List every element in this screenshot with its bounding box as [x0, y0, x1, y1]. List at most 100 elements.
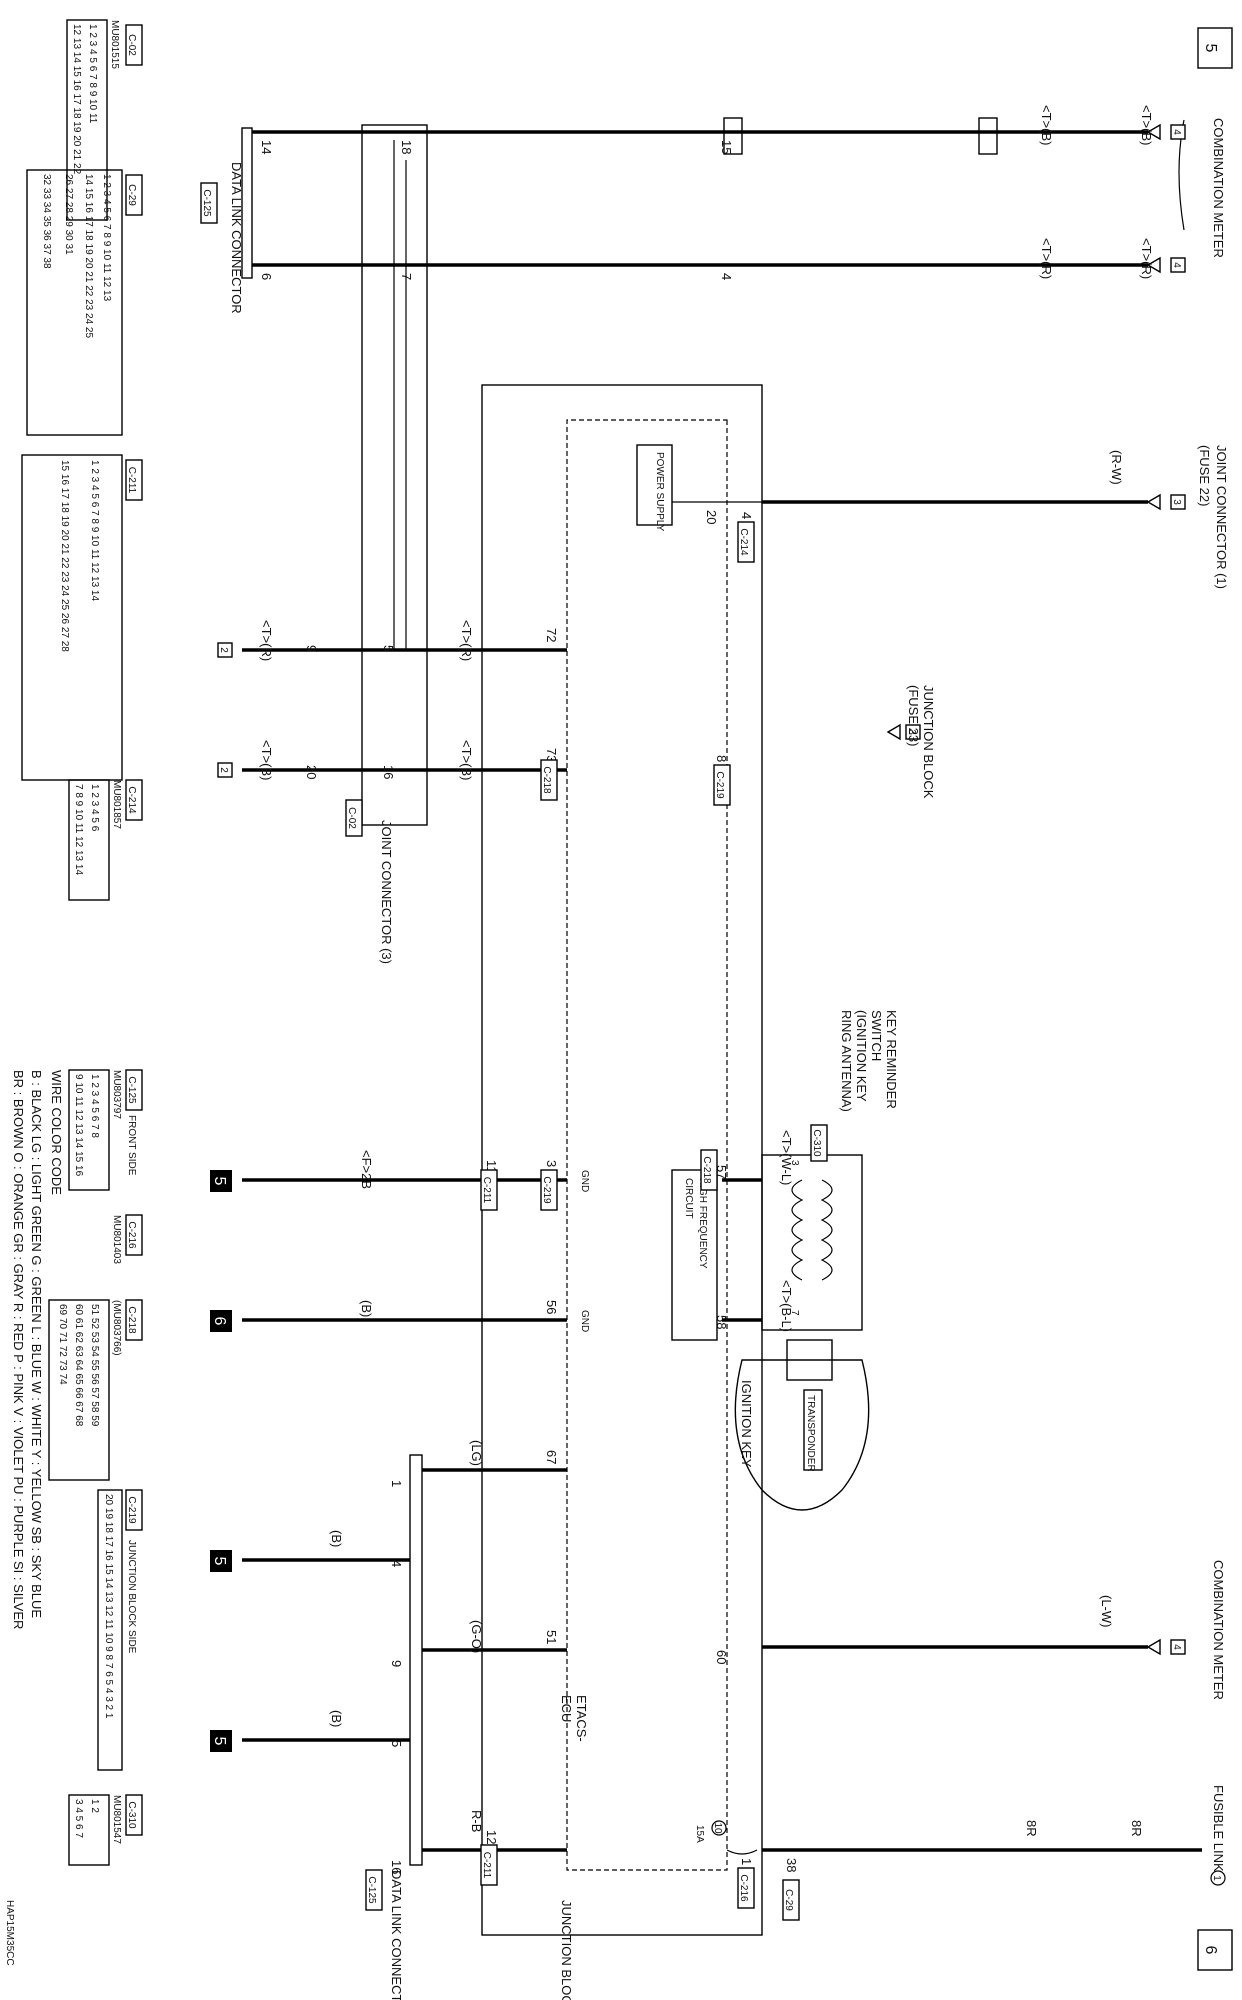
- svg-text:C-211: C-211: [481, 1852, 492, 1879]
- svg-text:14 15 16 17 18 19 20 21 22 23: 14 15 16 17 18 19 20 21 22 23 24 25: [83, 174, 94, 338]
- svg-text:5: 5: [211, 1557, 228, 1566]
- svg-text:C-219: C-219: [126, 1496, 137, 1524]
- tag-junction-block-3: 3: [886, 723, 921, 741]
- combination-meter-top-label: COMBINATION METER: [1178, 118, 1226, 258]
- svg-text:32 33 34 35 36 37 38: 32 33 34 35 36 37 38: [41, 174, 52, 269]
- svg-text:B : BLACK LG : LIGHT GREEN: B : BLACK LG : LIGHT GREEN G : GREEN L :…: [29, 1070, 44, 1618]
- connector-c310: C-310 MU801547 1 2 3 4 5 6 7: [68, 1794, 143, 1866]
- svg-text:4: 4: [389, 1560, 404, 1567]
- tag-combination-meter-4c: 4: [1146, 1638, 1186, 1656]
- svg-text:9: 9: [389, 1660, 404, 1667]
- svg-text:73: 73: [544, 748, 559, 762]
- svg-text:14: 14: [259, 140, 274, 154]
- svg-text:HIGH FREQUENCY: HIGH FREQUENCY: [697, 1178, 708, 1269]
- svg-text:2: 2: [218, 767, 229, 773]
- joint-connector-3-box-bottom: [723, 117, 743, 155]
- svg-text:C-29: C-29: [783, 1889, 794, 1911]
- svg-text:MU801403: MU801403: [111, 1215, 122, 1264]
- svg-text:3: 3: [789, 1160, 800, 1166]
- ground-tag-6: 6: [210, 1310, 232, 1332]
- joint-connector-3-body: [361, 124, 428, 826]
- svg-text:C-310: C-310: [811, 1129, 822, 1157]
- svg-text:51: 51: [544, 1630, 559, 1644]
- svg-text:12: 12: [484, 1830, 499, 1844]
- svg-text:2: 2: [218, 647, 229, 653]
- svg-text:<T>(B): <T>(B): [259, 740, 274, 780]
- svg-text:C-125: C-125: [201, 189, 212, 217]
- connector-c125: C-125 FRONT SIDE MU803797 1 2 3 4 5 6 7 …: [68, 1069, 143, 1191]
- svg-text:1: 1: [739, 1858, 754, 1865]
- svg-text:1 2 3 4 5 6 7 8: 1 2 3 4 5 6 7 8: [89, 1074, 100, 1138]
- svg-text:1 2 3 4 5 6 7 8 9 10 11 12 13: 1 2 3 4 5 6 7 8 9 10 11 12 13: [101, 174, 112, 302]
- svg-text:7: 7: [789, 1310, 800, 1316]
- tag-output-2b: 2: [217, 762, 233, 778]
- svg-text:MU801857: MU801857: [111, 780, 122, 829]
- svg-text:IGNITION KEY: IGNITION KEY: [739, 1380, 754, 1468]
- svg-text:JUNCTION BLOCK SIDE: JUNCTION BLOCK SIDE: [126, 1540, 137, 1654]
- ignition-key: TRANSPONDER IGNITION KEY: [734, 1359, 870, 1511]
- combination-meter-bottom-label: COMBINATION METER: [1211, 1560, 1226, 1700]
- svg-text:(B): (B): [329, 1530, 344, 1547]
- svg-text:COMBINATION METER: COMBINATION METER: [1211, 1560, 1226, 1700]
- tag-combination-meter-4b: 4: [1146, 256, 1186, 274]
- svg-text:C-02: C-02: [126, 34, 137, 56]
- svg-text:6: 6: [211, 1317, 228, 1326]
- junction-block-outer: [481, 384, 763, 1936]
- svg-text:C-218: C-218: [541, 766, 552, 794]
- svg-text:3: 3: [544, 1160, 559, 1167]
- svg-text:10: 10: [712, 1822, 723, 1834]
- svg-text:67: 67: [544, 1450, 559, 1464]
- svg-text:C-29: C-29: [126, 184, 137, 206]
- svg-text:15A: 15A: [694, 1825, 705, 1843]
- svg-text:7 8 9 10 11 12 13 14: 7 8 9 10 11 12 13 14: [73, 784, 84, 875]
- svg-text:5: 5: [389, 1740, 404, 1747]
- svg-text:(G-O): (G-O): [469, 1620, 484, 1653]
- svg-text:4: 4: [719, 273, 734, 280]
- ground-tag-5a: 5: [210, 1170, 232, 1192]
- svg-text:38: 38: [784, 1858, 799, 1872]
- svg-text:<T>(R): <T>(R): [459, 620, 474, 661]
- svg-text:<T>(B): <T>(B): [1039, 105, 1054, 145]
- svg-text:1 2 3 4 5 6 7 8 9 10 11 12 13: 1 2 3 4 5 6 7 8 9 10 11 12 13 14: [89, 460, 100, 601]
- etacs-ecu-box: [566, 419, 728, 1871]
- connector-c218: C-218 (MU803766) 51 52 53 54 55 56 57 58…: [48, 1299, 143, 1481]
- svg-text:5: 5: [211, 1737, 228, 1746]
- svg-text:<T>(R): <T>(R): [1139, 238, 1154, 279]
- svg-text:MU801515: MU801515: [109, 20, 120, 69]
- svg-text:JUNCTION BLOCK: JUNCTION BLOCK: [921, 685, 936, 799]
- svg-text:ECU: ECU: [559, 1695, 574, 1722]
- svg-text:SWITCH: SWITCH: [869, 1010, 884, 1061]
- high-frequency-circuit: HIGH FREQUENCY CIRCUIT: [671, 1169, 718, 1341]
- key-reminder-switch-label: KEY REMINDER SWITCH (IGNITION KEY RING A…: [839, 1010, 899, 1112]
- svg-text:C-125: C-125: [126, 1076, 137, 1104]
- svg-text:3: 3: [906, 729, 917, 735]
- svg-text:16: 16: [381, 765, 396, 779]
- svg-text:8R: 8R: [1129, 1820, 1144, 1837]
- svg-text:9 10 11 12 13 14 15 16: 9 10 11 12 13 14 15 16: [73, 1074, 84, 1177]
- connector-c216: C-216 MU801403: [111, 1214, 143, 1264]
- svg-text:15: 15: [719, 140, 734, 154]
- svg-text:MU803797: MU803797: [111, 1070, 122, 1119]
- svg-text:4: 4: [1171, 262, 1182, 268]
- power-supply-block: POWER SUPPLY: [636, 444, 762, 532]
- svg-text:JOINT CONNECTOR (3): JOINT CONNECTOR (3): [379, 820, 394, 964]
- svg-text:8: 8: [714, 755, 729, 762]
- svg-text:<T>(B): <T>(B): [459, 740, 474, 780]
- svg-text:<T>(B): <T>(B): [1139, 105, 1154, 145]
- svg-text:DATA LINK CONNECTOR: DATA LINK CONNECTOR: [389, 1870, 404, 2000]
- svg-text:8R: 8R: [1024, 1820, 1039, 1837]
- ground-tag-5b: 5: [210, 1550, 232, 1572]
- svg-text:C-216: C-216: [738, 1874, 749, 1902]
- svg-text:51 52 53 54 55 56 57 58 59: 51 52 53 54 55 56 57 58 59: [89, 1304, 100, 1427]
- svg-text:C-218: C-218: [126, 1306, 137, 1334]
- data-link-connector-bottom: DATA LINK CONNECTOR C-125 1 9 16: [365, 1454, 423, 2000]
- svg-text:(FUSE 23): (FUSE 23): [906, 685, 921, 746]
- svg-text:72: 72: [544, 628, 559, 642]
- tag-combination-meter-4a: 4: [1146, 123, 1186, 141]
- tag-joint-connector-3: 3: [1146, 493, 1186, 511]
- svg-text:R-B: R-B: [469, 1810, 484, 1832]
- svg-text:MU801547: MU801547: [111, 1795, 122, 1844]
- svg-text:4: 4: [1171, 129, 1182, 135]
- svg-text:16: 16: [389, 1860, 404, 1874]
- svg-text:15 16 17 18 19 20 21 22 23 24: 15 16 17 18 19 20 21 22 23 24 25 26 27 2…: [59, 460, 70, 652]
